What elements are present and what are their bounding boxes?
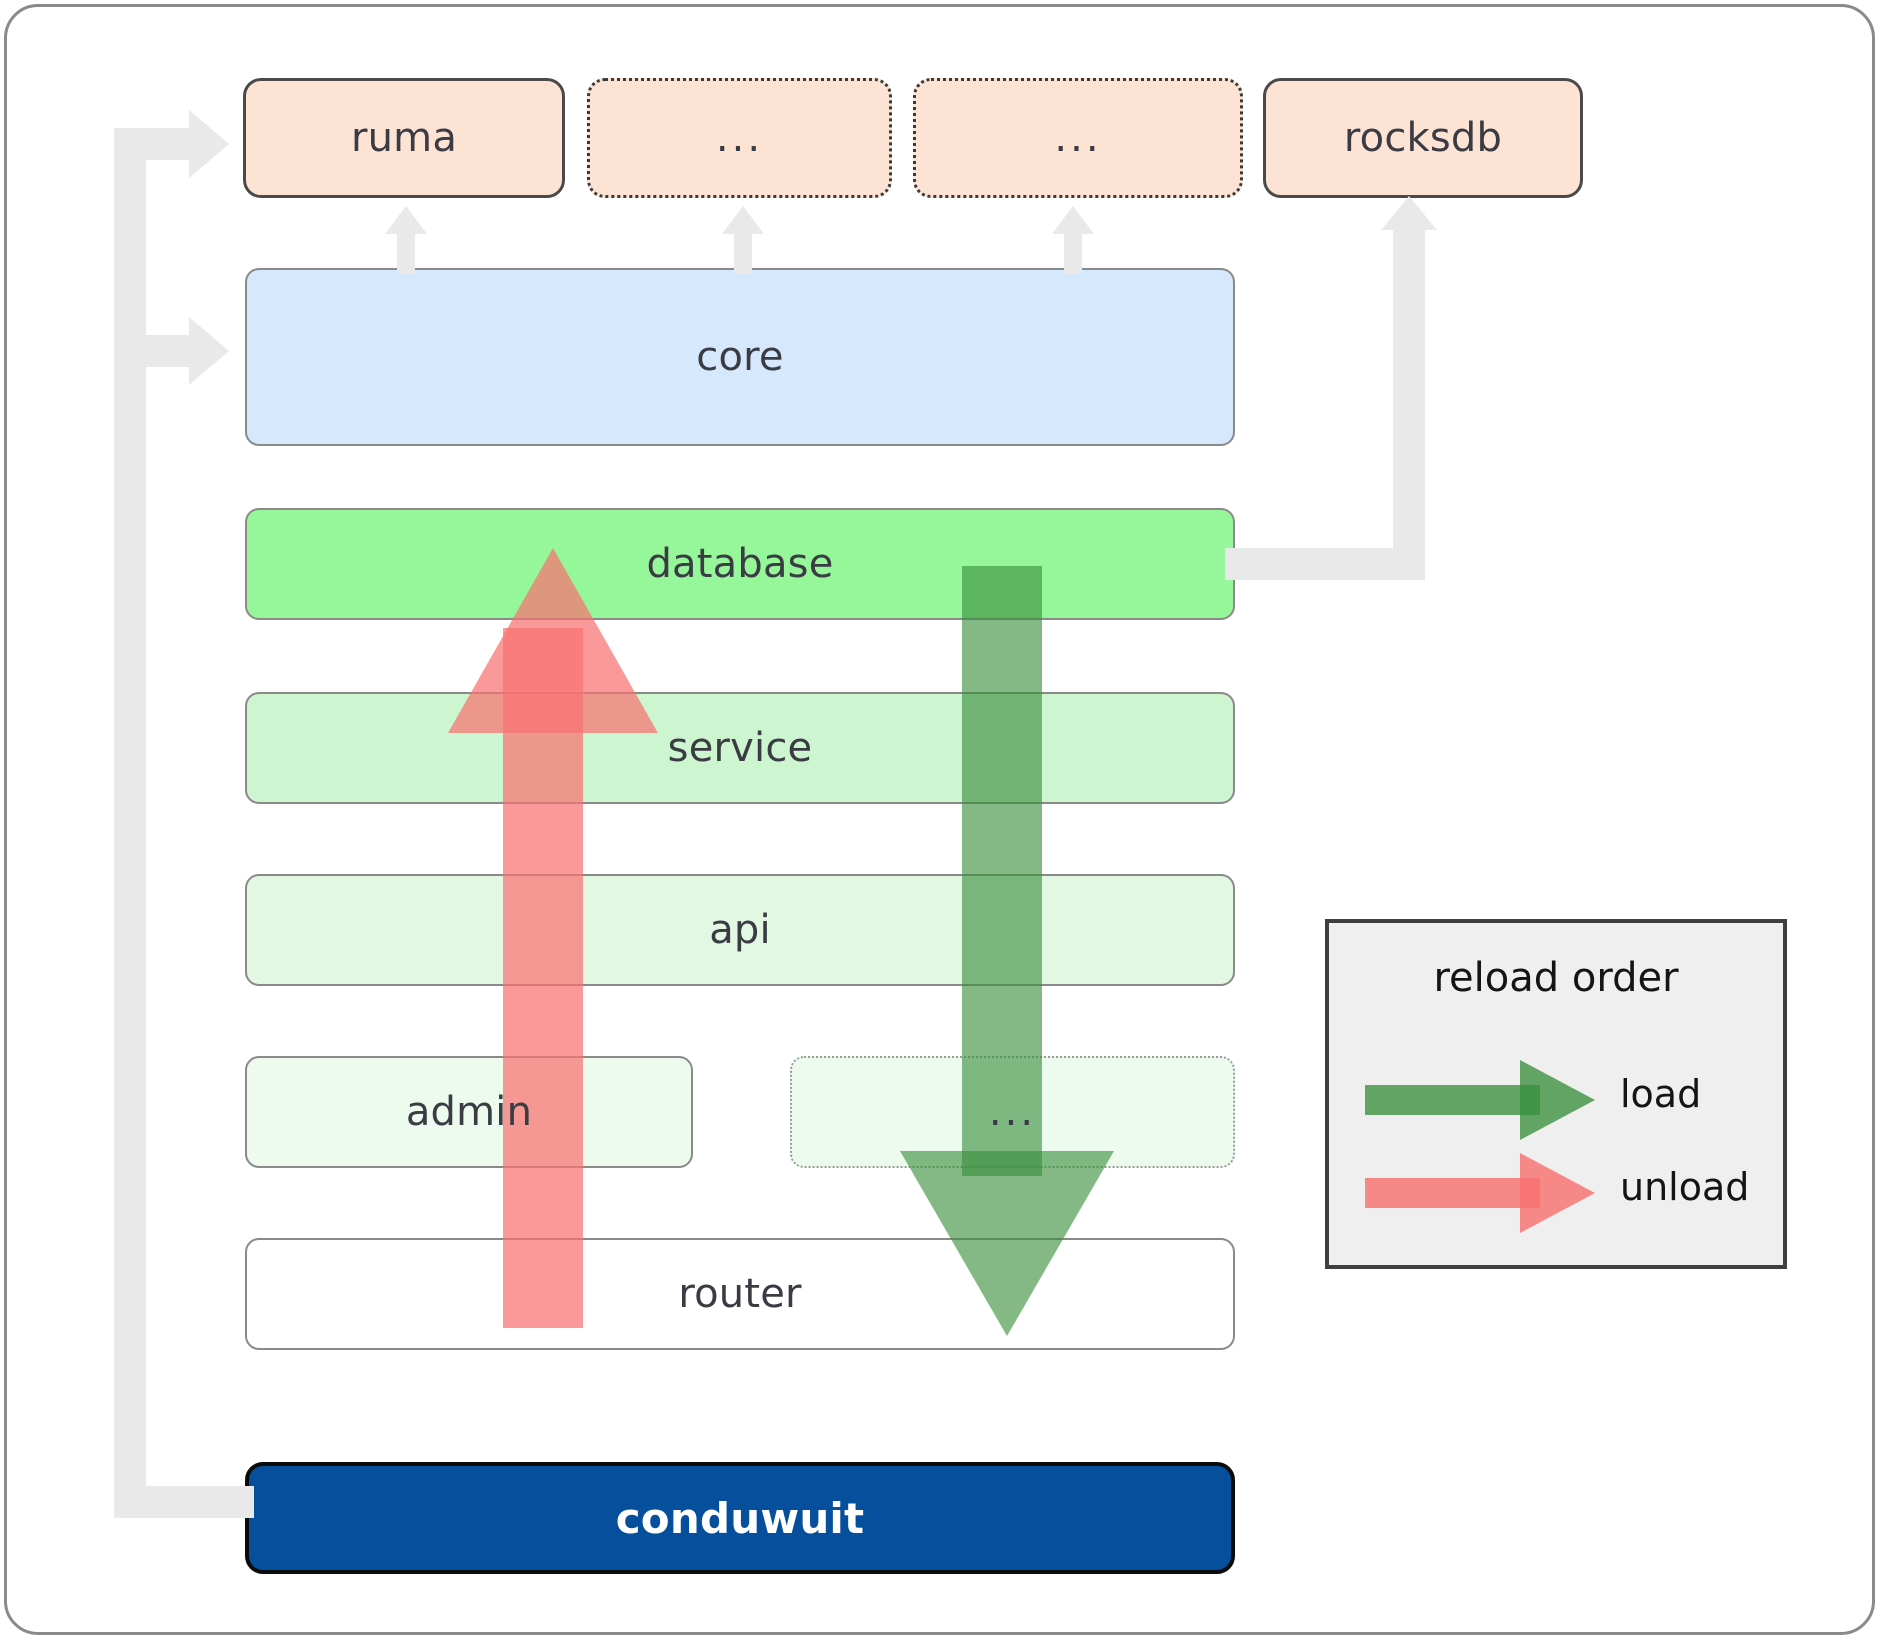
legend-unload-label: unload [1620,1165,1750,1209]
legend-item-unload: unload [1365,1153,1765,1233]
arrow-head-icon [385,206,427,234]
layer-box-service[interactable]: service [245,692,1235,804]
load-flow-arrow [900,566,1115,1336]
load-arrow-shaft [962,566,1042,1176]
arrow-stem [1064,230,1082,274]
layer-box-database[interactable]: database [245,508,1235,620]
connector-arrowhead-ruma [189,110,229,178]
unload-flow-arrow [448,548,658,1328]
legend-item-load: load [1365,1060,1765,1140]
dependency-label: ... [715,115,764,161]
application-label: conduwuit [615,1493,865,1543]
layer-label: service [667,725,813,771]
arrow-head-icon [722,206,764,234]
load-arrow-head-icon [900,1151,1114,1336]
arrow-stem [734,230,752,274]
legend-arrow-shaft [1365,1085,1540,1115]
connector-arrowhead-core [189,317,229,385]
arrow-head-icon [1052,206,1094,234]
legend-load-arrow-icon [1365,1060,1595,1140]
arrow-stem [397,230,415,274]
legend-arrow-shaft [1365,1178,1540,1208]
layer-box-admin[interactable]: admin [245,1056,693,1168]
legend-panel: reload order load unload [1325,919,1787,1269]
legend-unload-arrow-icon [1365,1153,1595,1233]
layer-box-core[interactable]: core [245,268,1235,446]
layer-label: database [646,541,834,587]
legend-title: reload order [1433,955,1679,1001]
connector-right-vertical [1393,230,1425,580]
layer-label: router [678,1271,802,1317]
layer-label: core [696,334,784,380]
unload-arrow-shaft [503,628,583,1328]
dependency-box-ellipsis-1[interactable]: ... [587,78,892,198]
legend-arrow-head [1520,1153,1595,1233]
legend-arrow-head [1520,1060,1595,1140]
unload-arrow-head-icon [448,548,658,733]
dependency-label: rocksdb [1343,115,1503,161]
dependency-box-rocksdb[interactable]: rocksdb [1263,78,1583,198]
layer-label: admin [405,1089,533,1135]
legend-load-label: load [1620,1072,1702,1116]
connector-left-bottom [114,1486,254,1518]
dependency-label: ruma [350,115,458,161]
dependency-box-ruma[interactable]: ruma [243,78,565,198]
connector-right-horizontal [1225,548,1425,580]
layer-label: api [709,907,771,953]
dependency-label: ... [1054,115,1102,161]
connector-left-branch-core [114,335,189,367]
dependency-box-ellipsis-2[interactable]: ... [913,78,1243,198]
connector-left-branch-top [114,128,189,160]
connector-arrowhead-rocksdb [1381,196,1437,230]
layer-label: ... [988,1089,1037,1135]
layer-box-api[interactable]: api [245,874,1235,986]
application-box-conduwuit[interactable]: conduwuit [245,1462,1235,1574]
